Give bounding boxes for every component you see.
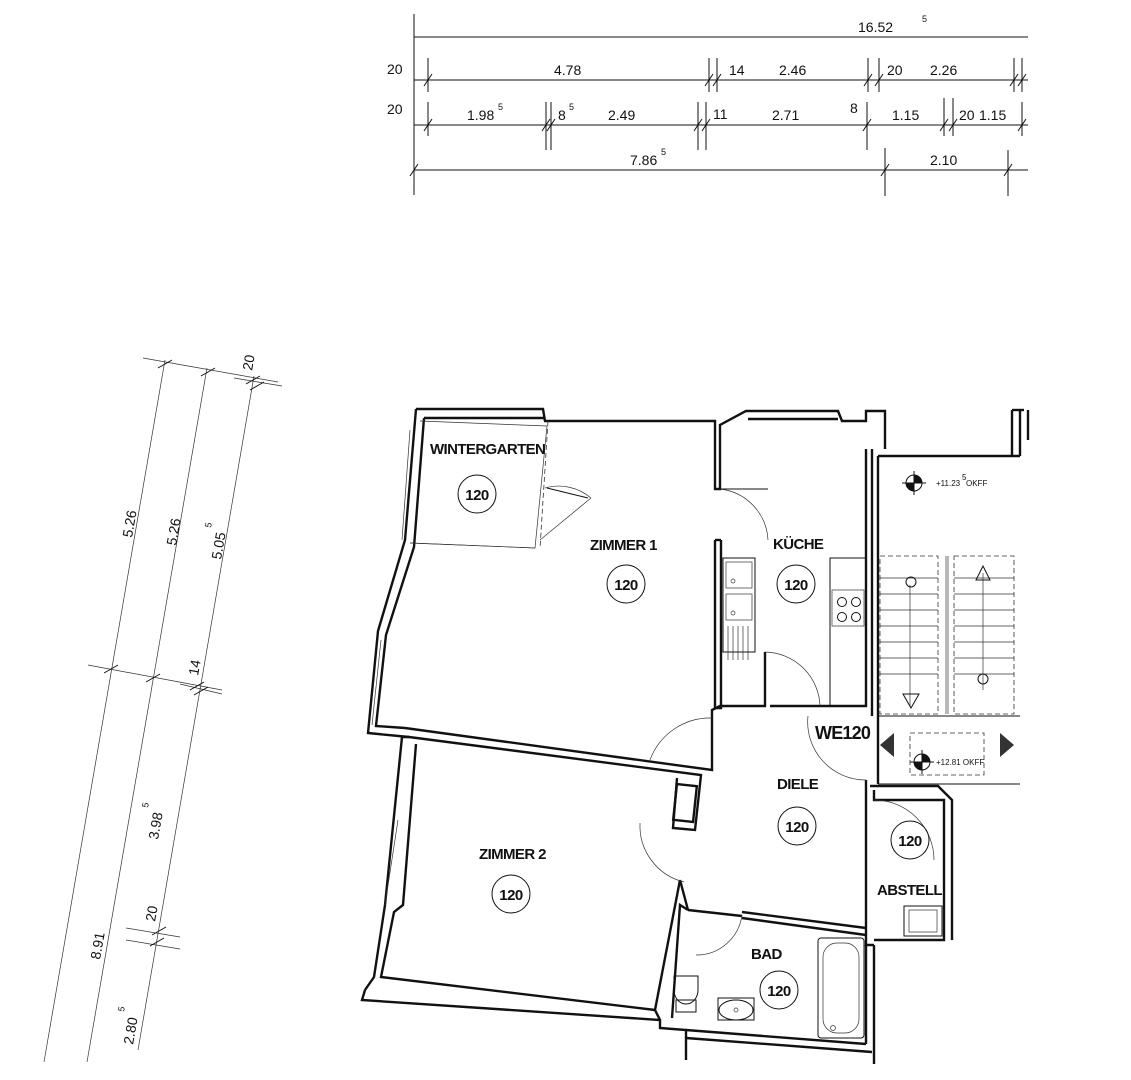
bathroom-fixtures xyxy=(673,905,943,1039)
svg-text:1.98: 1.98 xyxy=(467,107,494,123)
svg-text:5: 5 xyxy=(661,147,666,157)
level-markers: +11.23 5 OKFF +12.81 OKFF xyxy=(902,471,987,774)
svg-text:4.78: 4.78 xyxy=(554,62,581,78)
room-zimmer-2: ZIMMER 2 120 xyxy=(479,846,547,914)
dim-left-20-bottom: 20 xyxy=(142,904,160,922)
dim-row-1: 20 4.78 14 2.46 20 2.26 xyxy=(387,61,957,78)
level-marker-upper: +11.23 5 OKFF xyxy=(902,471,987,495)
svg-text:8: 8 xyxy=(558,107,566,123)
svg-text:+12.81 OKFF: +12.81 OKFF xyxy=(936,758,984,767)
room-zimmer-1: ZIMMER 1 120 xyxy=(590,537,658,604)
wintergarten-enclosure xyxy=(409,420,549,549)
dim-left-2-80: 2.80 5 xyxy=(116,1006,141,1046)
svg-text:5.05: 5.05 xyxy=(208,531,229,561)
svg-text:20: 20 xyxy=(387,101,403,117)
dim-left-5-05: 5.05 5 xyxy=(203,522,229,561)
svg-text:120: 120 xyxy=(785,819,809,836)
level-marker-landing: +12.81 OKFF xyxy=(910,750,984,774)
svg-text:5: 5 xyxy=(922,14,927,24)
svg-text:120: 120 xyxy=(614,577,638,594)
svg-text:1.15: 1.15 xyxy=(892,107,919,123)
svg-text:120: 120 xyxy=(784,577,808,594)
svg-text:120: 120 xyxy=(499,887,523,904)
svg-text:ZIMMER 1: ZIMMER 1 xyxy=(590,537,657,554)
room-wintergarten: WINTERGARTEN 120 xyxy=(430,441,546,514)
svg-text:2.71: 2.71 xyxy=(772,107,799,123)
interior-walls xyxy=(404,449,954,1019)
svg-text:2.49: 2.49 xyxy=(608,107,635,123)
svg-text:20: 20 xyxy=(959,107,975,123)
svg-text:DIELE: DIELE xyxy=(777,776,819,793)
dim-row-3: 7.86 5 2.10 xyxy=(630,147,957,168)
dim-left-20-top: 20 xyxy=(239,353,257,371)
svg-text:BAD: BAD xyxy=(751,946,782,963)
svg-text:2.26: 2.26 xyxy=(930,62,957,78)
svg-text:5: 5 xyxy=(962,473,967,482)
svg-text:+11.23: +11.23 xyxy=(936,479,961,488)
left-dimension-chains: 20 5.26 5.26 5.05 5 14 3.98 5 20 8.91 2.… xyxy=(43,353,283,1063)
svg-text:20: 20 xyxy=(387,61,403,77)
staircase xyxy=(876,408,1030,785)
svg-text:8: 8 xyxy=(850,100,858,116)
room-diele: DIELE 120 xyxy=(777,776,819,846)
dim-left-5-26-a: 5.26 xyxy=(119,509,140,539)
svg-text:16.52: 16.52 xyxy=(858,19,893,35)
dim-left-3-98: 3.98 5 xyxy=(140,802,166,841)
svg-text:2.46: 2.46 xyxy=(779,62,806,78)
svg-text:OKFF: OKFF xyxy=(966,479,987,488)
svg-text:120: 120 xyxy=(465,487,489,504)
room-bad: BAD 120 xyxy=(751,946,799,1010)
top-dimension-chains: 16.52 5 20 4.78 14 2.46 20 2.26 20 1.98 … xyxy=(387,14,1028,196)
room-kueche: KÜCHE 120 xyxy=(773,536,825,604)
svg-text:14: 14 xyxy=(729,62,745,78)
unit-label: WE120 xyxy=(815,723,871,743)
svg-text:5: 5 xyxy=(569,102,574,112)
svg-text:120: 120 xyxy=(898,833,922,850)
svg-text:120: 120 xyxy=(767,983,791,1000)
svg-text:2.10: 2.10 xyxy=(930,152,957,168)
dim-left-14: 14 xyxy=(185,658,203,676)
svg-text:5: 5 xyxy=(203,522,214,529)
svg-text:3.98: 3.98 xyxy=(145,811,166,841)
dim-overall: 16.52 5 xyxy=(858,14,927,35)
dim-left-8-91: 8.91 xyxy=(87,931,108,961)
svg-text:20: 20 xyxy=(887,62,903,78)
svg-text:5: 5 xyxy=(116,1006,127,1013)
dim-left-5-26-b: 5.26 xyxy=(163,517,184,547)
svg-text:5: 5 xyxy=(140,802,151,809)
room-abstell: ABSTELL 120 xyxy=(877,820,943,899)
svg-text:11: 11 xyxy=(713,106,728,122)
svg-text:7.86: 7.86 xyxy=(630,152,657,168)
dim-row-2: 20 1.98 5 8 5 2.49 11 2.71 8 1.15 20 1.1… xyxy=(387,100,1006,123)
kitchen-fixtures xyxy=(722,557,867,707)
exterior-walls xyxy=(360,407,887,1064)
svg-text:ABSTELL: ABSTELL xyxy=(877,882,942,899)
svg-text:KÜCHE: KÜCHE xyxy=(773,536,824,553)
svg-text:WINTERGARTEN: WINTERGARTEN xyxy=(430,441,545,458)
svg-text:5: 5 xyxy=(498,102,503,112)
doors xyxy=(539,485,935,956)
svg-text:ZIMMER 2: ZIMMER 2 xyxy=(479,846,546,863)
svg-text:1.15: 1.15 xyxy=(979,107,1006,123)
svg-text:2.80: 2.80 xyxy=(120,1016,141,1046)
